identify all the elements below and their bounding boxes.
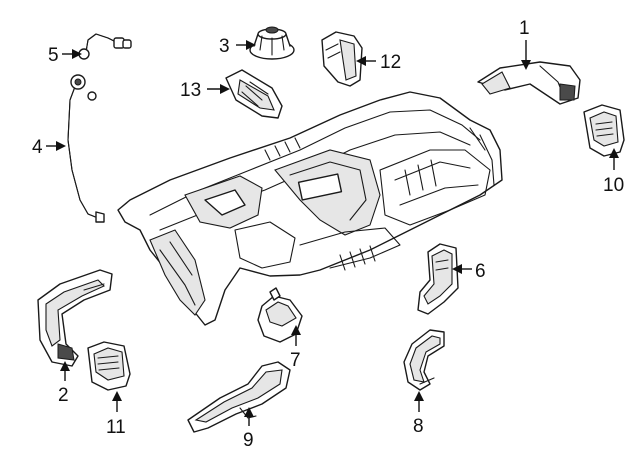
callout-label-5: 5 (48, 45, 59, 66)
callout-label-4: 4 (32, 137, 43, 158)
callout-label-8: 8 (413, 416, 424, 437)
part-2-left-duct (37, 269, 113, 367)
callout-label-11: 11 (106, 417, 126, 438)
callout-9: 9 (243, 407, 254, 451)
callout-5: 5 (48, 45, 82, 66)
callout-12: 12 (356, 52, 401, 73)
part-7-cover-bracket (257, 287, 303, 343)
callout-label-3: 3 (219, 36, 230, 57)
callout-4: 4 (32, 137, 66, 158)
callout-6: 6 (452, 261, 486, 282)
part-6-right-duct (417, 243, 459, 315)
callout-label-6: 6 (475, 261, 486, 282)
callout-13: 13 (180, 80, 230, 101)
instrument-panel (117, 91, 503, 326)
callout-3: 3 (219, 36, 256, 57)
part-5-connector-hose (78, 33, 132, 60)
part-13-side-vent (225, 69, 283, 119)
callout-label-7: 7 (290, 350, 301, 371)
callout-label-1: 1 (519, 18, 530, 39)
callout-1: 1 (519, 18, 531, 70)
part-10-right-vent (583, 104, 625, 157)
callout-label-10: 10 (603, 175, 624, 196)
callout-8: 8 (413, 391, 424, 437)
callout-2: 2 (58, 361, 70, 406)
callout-10: 10 (603, 148, 624, 196)
callout-7: 7 (290, 325, 301, 371)
part-11-left-vent (87, 341, 131, 391)
callout-label-13: 13 (180, 80, 201, 101)
callout-label-2: 2 (58, 385, 69, 406)
part-8-lower-right-duct (403, 329, 445, 391)
part-9-floor-duct (187, 361, 291, 433)
callout-label-12: 12 (380, 52, 401, 73)
callout-label-9: 9 (243, 430, 254, 451)
part-3-grommet (249, 26, 295, 60)
part-12-bracket (321, 31, 363, 87)
callout-11: 11 (106, 391, 126, 438)
part-1-right-duct (477, 61, 581, 105)
part-4-drain-tube (67, 74, 105, 223)
